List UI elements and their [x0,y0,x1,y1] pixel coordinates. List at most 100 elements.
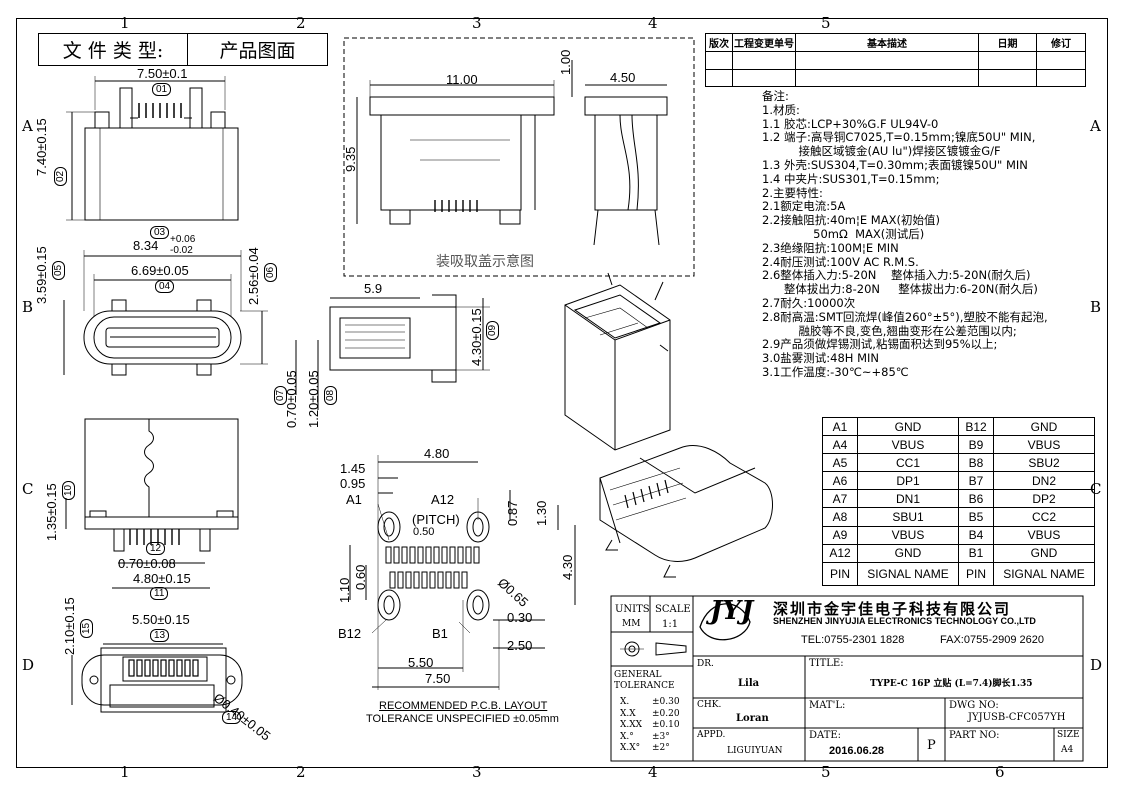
dim-4-50: 4.50 [610,70,636,85]
pcb-a12: A12 [431,492,455,507]
note-line: 2.4耐压测试:100V AC R.M.S. [762,254,919,269]
dim-7-50: 7.50±0.1 [137,66,188,81]
zone-col-1-top: 1 [120,14,130,32]
zone-row-b-right: B [1090,298,1102,316]
note-line: 接触区域镀金(AU lu")焊接区镀镀金G/F [762,144,1001,159]
pcb-b1: B1 [432,626,448,641]
callout-12: 12 [146,542,166,555]
pcb-pad [473,546,480,564]
rev-row [706,52,1085,70]
note-line: 3.0盐雾测试:48H MIN [762,351,880,366]
title-block-lines [610,595,1084,762]
note-line: 2.1额定电流:5A [762,199,846,214]
dim-4-30: 4.30±0.15 [469,308,484,366]
matl-label: MAT'L: [809,700,846,711]
dim-9-35: 9.35 [343,146,358,172]
company-name-en: SHENZHEN JINYUJIA ELECTRONICS TECHNOLOGY… [773,616,1036,626]
iso-view-1 [564,272,671,451]
pin-table-header-cell: SIGNAL NAME [993,561,1095,586]
zone-col-5: 5 [821,763,831,781]
callout-03: 03 [150,226,170,239]
date-value: 2016.06.28 [829,745,885,757]
zone-col-4-top: 4 [648,14,658,32]
pin-table-cell: VBUS [993,525,1095,545]
pcb-5-50: 5.50 [408,655,434,670]
pin-table-cell: CC2 [993,507,1095,527]
chk-value: Loran [736,713,769,724]
rev-header-desc: 基本描述 [796,34,979,51]
part-label: PART NO: [949,730,1000,741]
pcb-pad [461,571,468,589]
bottom-view-d [71,643,243,713]
dim-0-70b: 0.70±0.08 [118,556,176,571]
iso-view-2 [599,445,773,578]
pcb-2-50: 2.50 [507,638,533,653]
scale-value: 1:1 [662,619,679,630]
dim-11-00: 11.00 [446,72,478,87]
pcb-pad [465,546,472,564]
note-line: 2.主要特性: [762,185,823,200]
pcb-pad [401,546,408,564]
pcb-caption-2: TOLERANCE UNSPECIFIED ±0.05mm [366,713,559,725]
side-view-mid [295,294,490,410]
pcb-4-80: 4.80 [424,446,450,461]
note-line: 1.4 中夹片:SUS301,T=0.15mm; [762,171,940,186]
pcb-caption-1: RECOMMENDED P.C.B. LAYOUT [379,700,548,712]
date-label: DATE: [809,730,842,741]
file-type-label: 文 件 类 型: [39,34,188,65]
p-label: P [927,738,936,753]
pcb-pad [429,571,436,589]
pcb-1-30: 1.30 [534,500,549,526]
note-line: 1.3 外壳:SUS304,T=0.30mm;表面镀镍50U" MIN [762,157,1028,172]
zone-row-c: C [22,480,34,498]
file-type-value: 产品图面 [219,40,296,62]
zone-row-d-right: D [1090,656,1103,674]
dr-value: Lila [738,678,760,689]
pin-table-cell: A8 [822,507,858,527]
tolerance-table: X.±0.30 X.X±0.20 X.XX±0.10 X.°±3° X.X°±2… [620,697,680,753]
rev-header-ecn: 工程变更单号 [733,34,796,51]
note-line: 2.3绝缘阻抗:100M¦E MIN [762,240,899,255]
rev-header-revise: 修订 [1051,39,1071,50]
zone-col-4: 4 [648,763,658,781]
callout-06: 06 [264,262,277,282]
dim-1-00: 1.00 [558,49,573,75]
pcb-pad [433,546,440,564]
drawing-frame [16,18,1108,768]
dim-4-80: 4.80±0.15 [133,571,191,586]
callout-01: 01 [152,83,172,96]
dim-1-20: 1.20±0.05 [306,370,321,428]
dim-1-35: 1.35±0.15 [44,483,59,541]
units-value: MM [622,619,641,629]
pcb-pad [397,571,404,589]
pcb-pitch: (PITCH) [412,512,460,527]
pcb-pad [425,546,432,564]
pcb-pad [389,571,396,589]
zone-row-d: D [22,656,35,674]
note-line: 整体拔出力:8-20N 整体拔出力:6-20N(耐久后) [762,282,1038,297]
pcb-pad [393,546,400,564]
pin-table-cell: DP1 [857,471,959,491]
pcb-pad [385,546,392,564]
dwg-value: JYJUSB-CFC057YH [968,712,1066,723]
callout-11: 11 [150,587,169,600]
pcb-0-95: 0.95 [340,476,366,491]
pcb-pad [449,546,456,564]
pcb-pad [405,571,412,589]
zone-col-1: 1 [120,763,130,781]
appd-value: LIGUIYUAN [727,746,783,756]
pcb-1-10: 1.10 [337,577,352,603]
title-value: TYPE-C 16P 立贴 (L=7.4)脚长1.35 [870,679,1033,689]
callout-02: 02 [54,166,67,186]
dim-2-10: 2.10±0.15 [62,597,77,655]
pcb-pad [445,571,452,589]
appd-label: APPD. [697,730,726,740]
zone-col-5-top: 5 [821,14,831,32]
zone-row-b: B [22,298,34,316]
